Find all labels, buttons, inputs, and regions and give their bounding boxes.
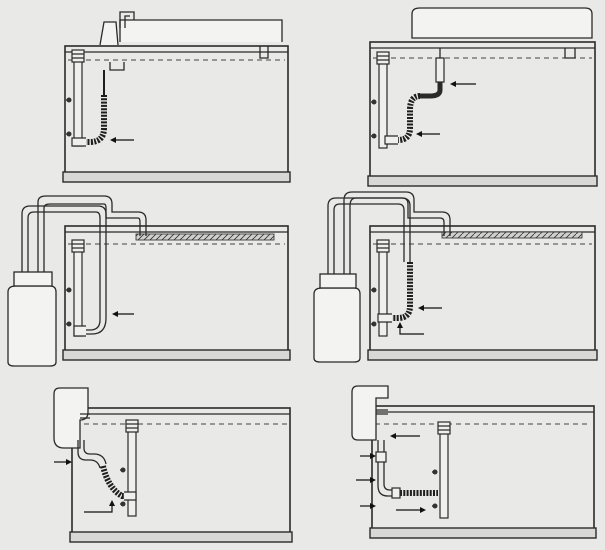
aquarium-tank xyxy=(369,41,596,181)
aquarium-tank xyxy=(64,45,289,177)
tank-base xyxy=(367,175,598,187)
tank-base xyxy=(369,527,597,539)
flexible-hose xyxy=(392,262,413,321)
top-filter-box xyxy=(411,7,593,39)
panel-top-left xyxy=(62,11,291,183)
heater xyxy=(431,421,451,519)
pipe-connector xyxy=(375,451,387,463)
flexible-hose xyxy=(397,93,421,143)
panel-bottom-right xyxy=(351,385,597,539)
sponge-pad xyxy=(135,233,275,241)
top-filter-box xyxy=(119,19,283,42)
heater xyxy=(65,49,85,147)
canister-filter xyxy=(7,285,57,367)
tank-base xyxy=(367,349,598,361)
flexible-hose xyxy=(100,465,124,499)
panel-bottom-left xyxy=(53,387,293,543)
aquarium-tank xyxy=(64,225,289,355)
panel-top-right xyxy=(367,7,598,187)
heater xyxy=(65,239,85,337)
heater xyxy=(370,51,390,149)
hang-on-back-filter xyxy=(351,385,389,441)
heater xyxy=(119,419,139,517)
aquarium-tank xyxy=(371,405,595,533)
tank-base xyxy=(62,171,291,183)
aquarium-tank xyxy=(71,407,291,537)
tank-base xyxy=(69,531,293,543)
panel-middle-right xyxy=(313,191,598,363)
flexible-hose xyxy=(86,95,107,145)
panel-middle-left xyxy=(7,195,291,367)
canister-filter xyxy=(313,287,361,363)
sponge-pad xyxy=(441,231,583,239)
tank-base xyxy=(62,349,291,361)
